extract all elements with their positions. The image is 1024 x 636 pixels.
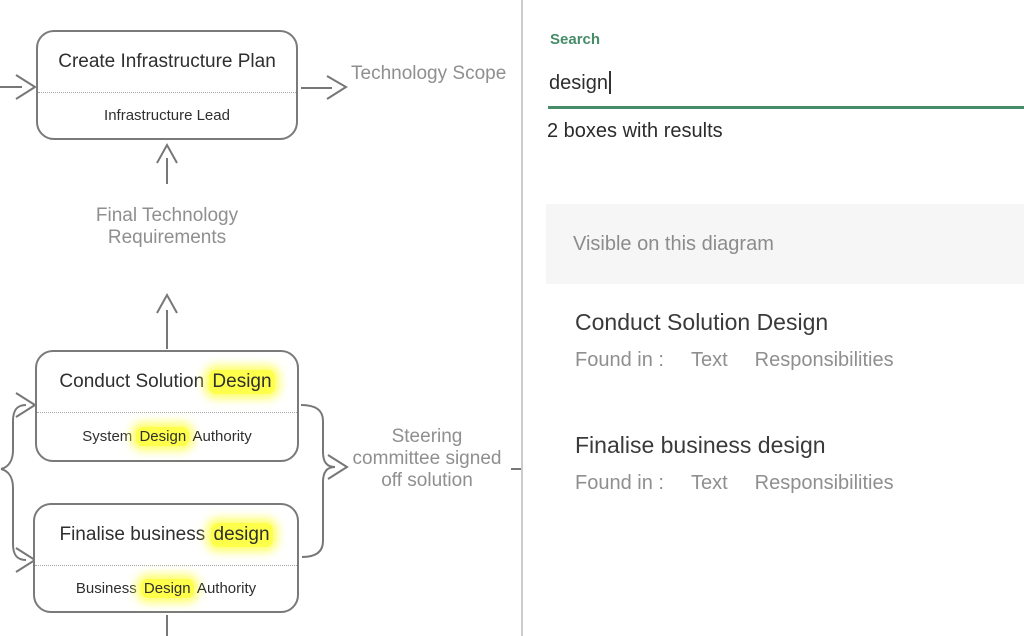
node-create-infrastructure-plan[interactable]: Create Infrastructure Plan Infrastructur… [36,30,298,140]
arrow-up-into-requirements-icon [156,292,178,349]
arrow-into-create-plan-icon [0,74,37,100]
section-header-text: Visible on this diagram [573,232,774,255]
node-title: Finalise business design [35,505,297,565]
connector-merge-to-steering-icon [300,404,349,558]
node-responsibility: Business Design Authority [35,565,297,611]
result-meta: Found in : Text Responsibilities [575,349,894,372]
result-title: Finalise business design [575,432,826,458]
label-line: committee signed [352,448,502,469]
arrow-up-requirements-into-plan-icon [156,142,178,184]
connector-layer [0,74,521,636]
result-title: Conduct Solution Design [575,309,829,335]
diagram-canvas: Create Infrastructure Plan Infrastructur… [0,30,521,636]
search-label: Search [550,31,601,48]
arrow-plan-to-technology-scope-icon [301,75,348,100]
label-line: off solution [381,470,473,491]
resp-text: Authority [193,580,257,597]
title-text: Conduct Solution [59,371,210,392]
node-title: Create Infrastructure Plan [58,51,276,72]
title-text: Finalise business [59,524,211,545]
node-title: Conduct Solution Design [37,352,297,412]
resp-text: Authority [189,428,252,445]
search-result-item[interactable]: Finalise business design Found in : Text… [575,432,894,495]
search-panel: Search design 2 boxes with results Visib… [522,0,1024,636]
results-summary: 2 boxes with results [547,120,723,142]
result-tag: Text [690,349,728,371]
node-responsibility: System Design Authority [37,412,297,460]
resp-text: Business [75,580,141,597]
label-line: Steering [391,426,463,447]
resp-text: System [82,428,137,445]
label-technology-scope[interactable]: Technology Scope [351,63,507,84]
result-tag: Responsibilities [754,472,894,494]
found-in-label: Found in : [575,349,664,371]
search-input-underline [548,106,1024,109]
found-in-label: Found in : [575,472,664,494]
search-highlight: design [210,523,273,547]
search-highlight: Design [209,370,275,394]
result-tag: Responsibilities [754,349,894,371]
connector-left-split-icon [0,392,37,573]
search-query-text: design [549,72,608,94]
node-conduct-solution-design[interactable]: Conduct Solution Design System Design Au… [35,350,299,462]
label-steering-committee[interactable]: Steering committee signed off solution [347,426,507,492]
search-highlight: Design [136,427,190,446]
search-result-item[interactable]: Conduct Solution Design Found in : Text … [575,309,894,372]
search-input[interactable]: design [549,71,611,95]
search-highlight: Design [140,579,194,598]
node-finalise-business-design[interactable]: Finalise business design Business Design… [33,503,299,613]
text-caret [608,71,611,94]
label-line: Requirements [107,227,227,248]
section-visible-on-diagram: Visible on this diagram [546,204,1024,284]
result-tag: Text [690,472,728,494]
node-responsibility: Infrastructure Lead [38,92,296,138]
label-final-technology-requirements[interactable]: Final Technology Requirements [77,205,257,249]
panel-divider [521,0,523,636]
result-meta: Found in : Text Responsibilities [575,472,894,495]
label-line: Final Technology [95,205,239,226]
